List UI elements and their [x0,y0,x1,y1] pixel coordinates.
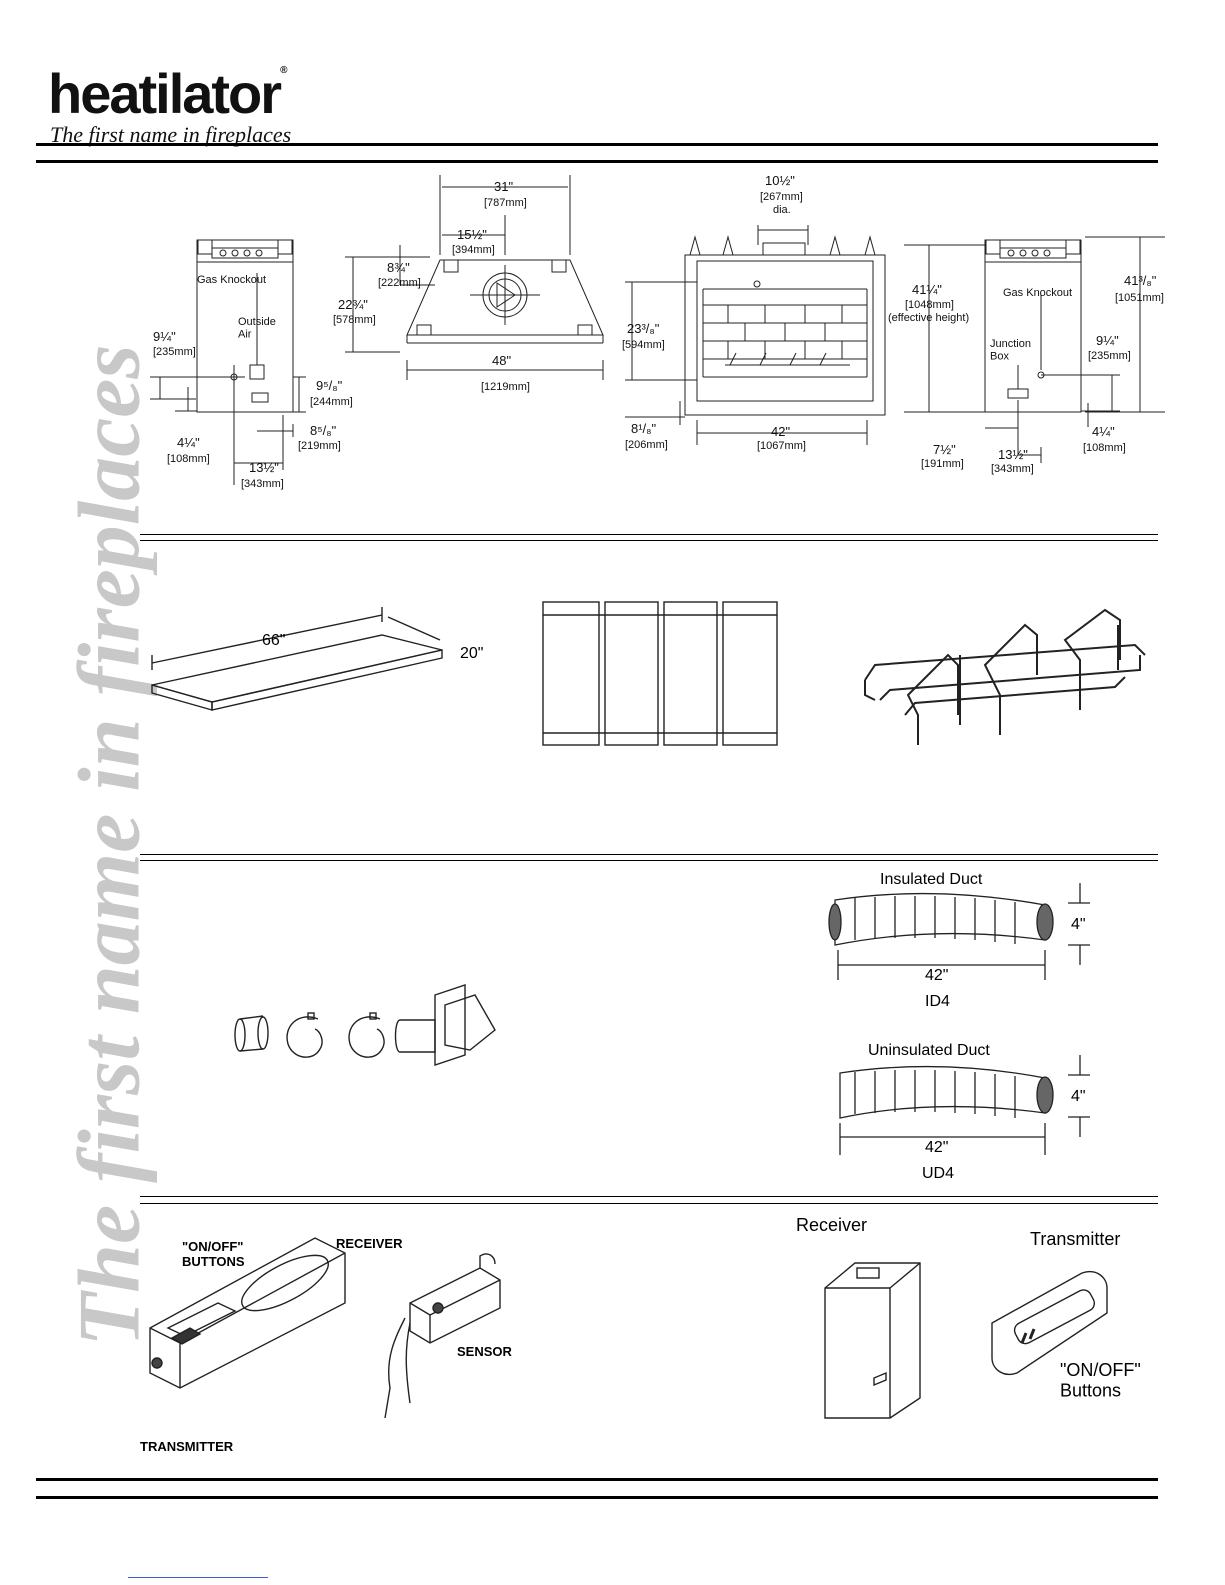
label-15-1-2: 15½" [457,227,487,242]
transmitter2-drawing [991,1271,1108,1375]
label-9-1-4-left-mm: [235mm] [153,346,196,358]
label-7-1-2-mm: [191mm] [921,458,964,470]
label-8-3-4: 8¾" [387,260,410,275]
label-42-front-mm: [1067mm] [757,440,806,452]
label-42-front: 42" [771,424,790,439]
label-4-1-4-right: 4¼" [1092,424,1115,439]
receiver-drawing [384,1253,501,1419]
label-48-mm: [1219mm] [481,381,530,393]
label-receiver: RECEIVER [336,1236,403,1251]
label-13-1-2-right: 13½" [998,447,1028,462]
label-10-1-2-mm: [267mm] [760,191,803,203]
header-rule-bottom [36,160,1158,163]
label-transmitter2: Transmitter [1030,1229,1120,1249]
top-view [345,175,604,380]
label-insulated-length: 42" [925,967,948,984]
label-effective-height: (effective height) [888,312,969,324]
label-9-1-4-right-mm: [235mm] [1088,350,1131,362]
label-4-1-4-right-mm: [108mm] [1083,442,1126,454]
label-22-3-4: 22¾" [338,297,368,312]
receiver2-drawing [824,1262,921,1419]
label-41-3-8: 41³/₈" [1124,273,1157,288]
brand-logo: heatilator® [48,66,287,122]
label-hearth-length: 66" [262,632,285,649]
section-rule-3b [140,1203,1158,1204]
label-insulated-duct: Insulated Duct [880,871,983,888]
section-rule-3a [140,1196,1158,1197]
label-uninsulated-dia: 4" [1071,1088,1086,1105]
accessories-diagram: 66" 20" [151,601,1146,746]
label-9-1-4-right: 9¼" [1096,333,1119,348]
label-uninsulated-code: UD4 [922,1165,954,1182]
label-31: 31" [494,179,513,194]
brand-name: heatilator [48,62,282,125]
label-23-3-8: 23³/₈" [627,321,660,336]
label-41-1-4-mm: [1048mm] [905,299,954,311]
label-9-1-4-left: 9¼" [153,329,176,344]
transmitter-drawing [149,1237,346,1389]
label-8-1-8-mm: [206mm] [625,439,668,451]
right-side-view [904,236,1165,463]
label-sensor: SENSOR [457,1344,513,1359]
section-rule-2b [140,860,1158,861]
label-23-3-8-mm: [594mm] [622,339,665,351]
label-receiver2: Receiver [796,1215,867,1235]
section-rule-2a [140,854,1158,855]
label-on-off2: "ON/OFF"Buttons [1060,1360,1141,1401]
footer-rule-bottom [36,1496,1158,1499]
label-48: 48" [492,353,511,368]
label-10-1-2-dia: dia. [773,204,791,216]
hearth-extension [151,607,443,711]
insulated-duct-drawing [828,883,1090,980]
label-15-1-2-mm: [394mm] [452,244,495,256]
remote-control-diagram: "ON/OFF"BUTTONS TRANSMITTER RECEIVER SEN… [140,1215,1141,1454]
label-41-3-8-mm: [1051mm] [1115,292,1164,304]
front-view [625,225,886,445]
label-8-5-8-mm: [219mm] [298,440,341,452]
label-13-1-2-left: 13½" [249,460,279,475]
registered-mark: ® [280,65,288,76]
section-rule-1b [140,540,1158,541]
section-rule-1a [140,534,1158,535]
label-9-5-8-mm: [244mm] [310,396,353,408]
label-uninsulated-duct: Uninsulated Duct [868,1042,990,1059]
label-8-1-8: 8¹/₈" [631,421,657,436]
header-rule-top [36,143,1158,146]
label-13-1-2-right-mm: [343mm] [991,463,1034,475]
label-13-1-2-left-mm: [343mm] [241,478,284,490]
label-uninsulated-length: 42" [925,1139,948,1156]
left-side-view [150,239,306,485]
label-7-1-2: 7½" [933,442,956,457]
label-10-1-2: 10½" [765,173,795,188]
label-8-3-4-mm: [222mm] [378,277,421,289]
label-22-3-4-mm: [578mm] [333,314,376,326]
footer-rule-top [36,1478,1158,1481]
refractory-panels [542,601,778,746]
label-4-1-4-left-mm: [108mm] [167,453,210,465]
label-9-5-8: 9⁵/₈" [316,378,343,393]
label-insulated-dia: 4" [1071,916,1086,933]
label-31-mm: [787mm] [484,197,527,209]
ducts-diagram: Insulated Duct 4" 42" ID4 Uninsulated Du… [234,871,1090,1182]
label-gas-knockout-right: Gas Knockout [1003,287,1072,299]
label-insulated-code: ID4 [925,993,950,1010]
log-grate [864,608,1146,745]
label-on-off-buttons: "ON/OFF"BUTTONS [182,1239,245,1269]
uninsulated-duct-drawing [839,1055,1090,1155]
footer-link-underline [128,1577,268,1578]
label-hearth-width: 20" [460,645,483,662]
label-41-1-4: 41¼" [912,282,942,297]
brand-tagline: The first name in fireplaces [50,122,292,147]
label-transmitter: TRANSMITTER [140,1439,234,1454]
label-8-5-8: 8⁵/₈" [310,423,337,438]
outside-air-kit [234,984,496,1066]
label-4-1-4-left: 4¼" [177,435,200,450]
label-gas-knockout-left: Gas Knockout [197,274,266,286]
